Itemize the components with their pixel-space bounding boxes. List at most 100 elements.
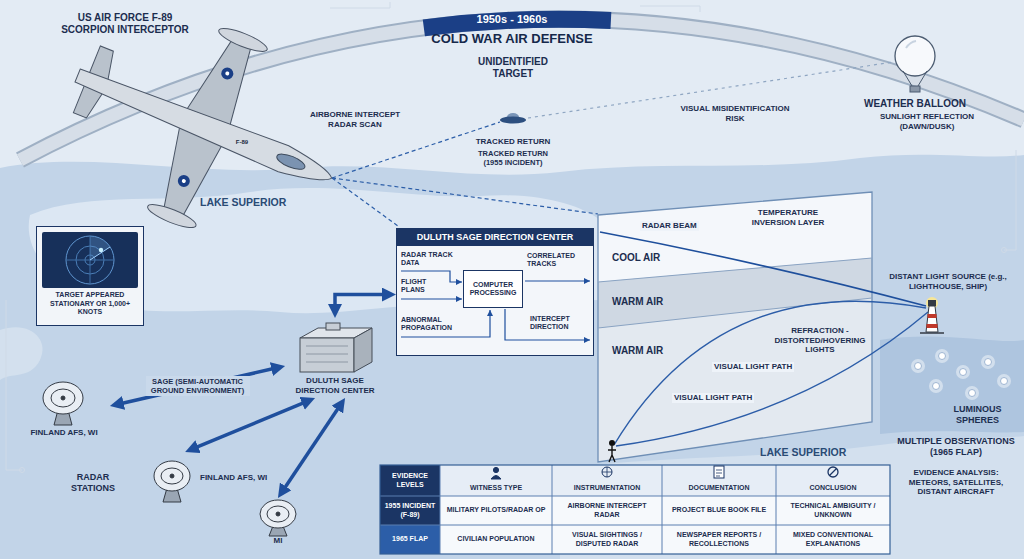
sage-flow-arrow: [505, 309, 590, 340]
radar-dish: [154, 461, 190, 502]
air-layer-label: WARM AIR: [612, 296, 663, 308]
incident-note: TRACKED RETURN (1955 INCIDENT): [471, 149, 555, 167]
radar-dish: [154, 461, 190, 491]
sage-building: DULUTH SAGE DIRECTION CENTER: [285, 318, 385, 398]
luminous-spheres: [997, 374, 1011, 388]
weather-balloon: [906, 41, 916, 48]
table-cell: AIRBORNE INTERCEPT RADAR: [552, 496, 662, 525]
circuit-decoration: [1004, 150, 1016, 250]
table-cell: MIXED CONVENTIONAL EXPLANATIONS: [776, 525, 890, 554]
refraction-panel: [598, 192, 928, 462]
era-arc: [20, 19, 1024, 160]
luminous-spheres: [1001, 378, 1008, 385]
risk-label: VISUAL MISIDENTIFICATION RISK: [680, 104, 790, 123]
luminous-spheres: [939, 353, 946, 360]
weather-balloon: [895, 36, 935, 92]
evidence-table: [380, 465, 890, 554]
radar-station: FINLAND AFS, WI: [148, 452, 272, 504]
observer-figure: [608, 440, 616, 462]
evidence-table: [380, 465, 890, 554]
table-icon: [602, 467, 612, 477]
table-cell: VISUAL SIGHTINGS / DISPUTED RADAR: [552, 525, 662, 554]
era-banner: 1950s - 1960s: [452, 12, 572, 28]
f89-aircraft: [176, 173, 192, 189]
radar-station: FINLAND AFS, WI: [18, 378, 110, 458]
f89-aircraft: [72, 63, 337, 192]
circuit-decoration: [20, 468, 25, 473]
radar-dish: [61, 396, 65, 400]
f89-aircraft: [181, 178, 186, 183]
output-label: INTERCEPT DIRECTION: [530, 315, 590, 331]
radar-dish: [161, 468, 183, 484]
air-layer-label: COOL AIR: [612, 252, 660, 264]
aircraft-label: US AIR FORCE F-89 SCORPION INTERCEPTOR: [50, 12, 200, 36]
target-label: UNIDENTIFIED TARGET: [466, 56, 560, 80]
weather-balloon: [910, 86, 920, 92]
sage-link-arrow: [281, 403, 341, 493]
air-layer-label: WARM AIR: [612, 345, 663, 357]
circuit-decoration: [330, 2, 390, 8]
luminous-spheres: [911, 359, 925, 373]
input-label: RADAR TRACK DATA: [401, 251, 461, 267]
building-label: DULUTH SAGE DIRECTION CENTER: [285, 376, 385, 395]
panel-heading: DULUTH SAGE DIRECTION CENTER: [397, 229, 593, 246]
f89-aircraft: [219, 66, 235, 82]
analysis-note: EVIDENCE ANALYSIS: METEORS, SATELLITES, …: [893, 468, 1019, 497]
balloon-label: WEATHER BALLOON: [862, 98, 968, 110]
lake-name: LAKE SUPERIOR: [760, 446, 846, 459]
sage-link-arrow: [191, 400, 310, 449]
sage-building: [300, 338, 354, 372]
spheres-label: LUMINOUS SPHERES: [935, 404, 1020, 426]
sage-building: [306, 346, 348, 362]
radar-dish: [51, 389, 75, 407]
radar-dish: [276, 512, 280, 516]
table-icon: [716, 470, 722, 476]
lake-name: LAKE SUPERIOR: [200, 196, 286, 209]
table-icon: [491, 476, 501, 480]
radar-scope: [42, 232, 138, 288]
era-arc: [20, 19, 1024, 160]
map: [0, 155, 1024, 559]
reflection-note: SUNLIGHT REFLECTION (DAWN/DUSK): [862, 112, 992, 131]
radar-dish: [260, 500, 296, 528]
table-header: EVIDENCE LEVELS: [380, 465, 440, 496]
ufo-icon: [500, 113, 526, 124]
sage-building: [354, 328, 372, 372]
refraction-panel: [600, 232, 926, 306]
sage-flow-arrow: [401, 271, 590, 340]
table-icon: [828, 467, 838, 477]
light-path-label: VISUAL LIGHT PATH: [712, 362, 794, 372]
evidence-table: [380, 465, 890, 554]
luminous-spheres: [969, 390, 976, 397]
luminous-spheres: [985, 359, 992, 366]
radar-dish: [43, 382, 83, 425]
sage-link-arrow: [335, 295, 390, 312]
table-header: INSTRUMENTATION: [552, 481, 662, 495]
lighthouse: [920, 332, 944, 334]
refraction-panel: [598, 298, 872, 462]
radar-dish: [260, 500, 296, 536]
table-icon: [491, 466, 838, 479]
weather-balloon: [903, 71, 927, 86]
weather-balloon: [895, 36, 935, 76]
input-label: FLIGHT PLANS: [401, 278, 451, 294]
sage-building: [326, 323, 340, 330]
radar-scan-label: AIRBORNE INTERCEPT RADAR SCAN: [300, 110, 410, 129]
table-icon: [602, 467, 612, 477]
circuit-decoration: [1002, 248, 1007, 253]
luminous-spheres: [911, 349, 1011, 400]
radar-scan-lines: [332, 122, 500, 178]
output-label: CORRELATED TRACKS: [527, 252, 589, 268]
refraction-panel: [616, 312, 928, 446]
f89-aircraft: [145, 200, 198, 232]
lighthouse: [920, 297, 944, 333]
radar-scope: [42, 232, 138, 288]
beam-label: RADAR BEAM: [640, 221, 699, 231]
radar-scope: [66, 236, 114, 284]
table-header: CONCLUSION: [776, 481, 890, 495]
table-cell: PROJECT BLUE BOOK FILE: [662, 496, 776, 525]
table-header: WITNESS TYPE: [440, 481, 552, 495]
refraction-label: REFRACTION - DISTORTED/HOVERING LIGHTS: [772, 326, 868, 355]
light-source-label: DISTANT LIGHT SOURCE (e.g., LIGHTHOUSE, …: [878, 272, 1018, 291]
